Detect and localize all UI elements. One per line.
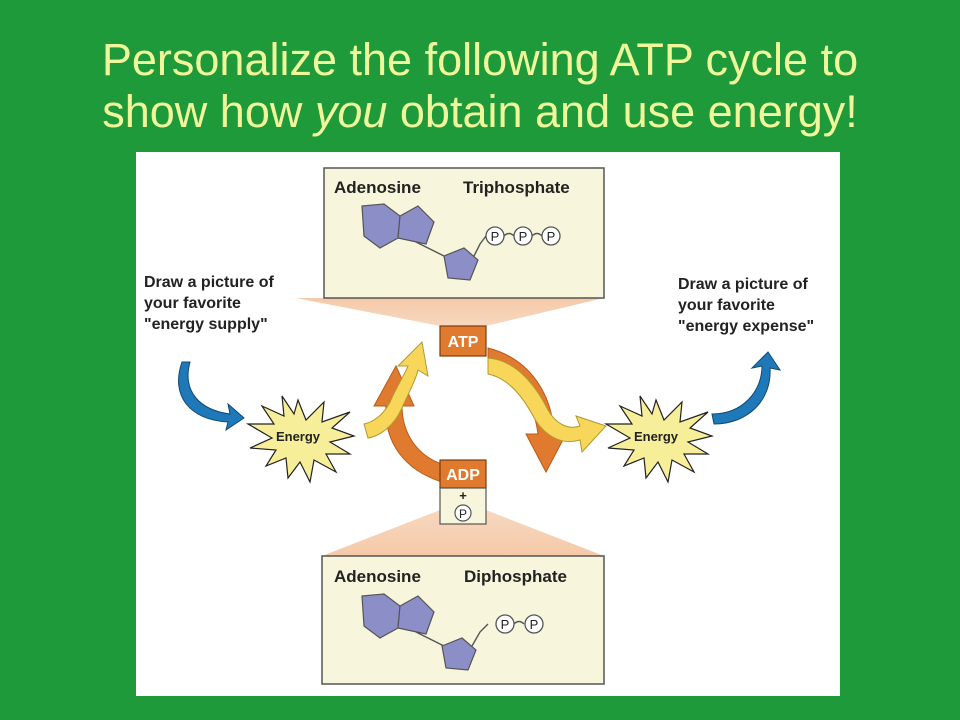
atp-synthesis-arrow (373, 364, 443, 483)
phosphate-1-label: P (491, 229, 500, 244)
energy-expense-prompt: Draw a picture of your favorite "energy … (678, 276, 814, 335)
left-prompt-line-2: your favorite (144, 295, 241, 312)
energy-right-label: Energy (634, 429, 679, 444)
phosphate-2-icon (524, 614, 544, 634)
right-prompt-line-1: Draw a picture of (678, 276, 808, 293)
phosphate-1-label: P (501, 617, 510, 632)
atp-phosphate-chain: P P P (485, 226, 561, 246)
supply-arrow-icon (178, 361, 245, 432)
title-line-2-start: show how (102, 86, 315, 137)
adp-phosphate-label: Diphosphate (464, 567, 567, 586)
phosphate-2-label: P (519, 229, 528, 244)
title-emphasis: you (314, 86, 388, 137)
adenine-pentagon-icon (397, 595, 435, 635)
title-line-1: Personalize the following ATP cycle to (101, 34, 859, 85)
phosphate-2-label: P (530, 617, 539, 632)
adp-node-label: ADP (446, 467, 480, 484)
right-prompt-line-2: your favorite (678, 297, 775, 314)
adp-funnel (322, 510, 604, 556)
energy-burst-left: Energy (245, 395, 357, 484)
adenine-pentagon-icon (397, 205, 435, 245)
adenosine-bond (415, 631, 445, 647)
right-prompt-line-3: "energy expense" (678, 318, 814, 335)
energy-supply-prompt: Draw a picture of your favorite "energy … (144, 274, 274, 333)
adp-adenosine-label: Adenosine (334, 567, 421, 586)
diagram-canvas: Adenosine Triphosphate P P P Adenosine (136, 152, 840, 696)
adp-node: ADP + P (439, 459, 487, 525)
left-prompt-line-3: "energy supply" (144, 316, 268, 333)
atp-node: ATP (439, 325, 487, 357)
left-prompt-line-1: Draw a picture of (144, 274, 274, 291)
atp-adenosine-label: Adenosine (334, 178, 421, 197)
phosphate-3-label: P (547, 229, 556, 244)
ribose-phosphate-bond (471, 623, 489, 647)
expense-arrow-icon (711, 351, 782, 425)
slide-title: Personalize the following ATP cycle to s… (0, 34, 960, 138)
energy-release-arrow (487, 357, 607, 454)
adp-phosphate-chain: P P (495, 614, 544, 634)
atp-node-box (439, 325, 487, 357)
energy-burst-right: Energy (603, 395, 715, 484)
energy-burst-right-icon (603, 395, 715, 484)
title-line-2-end: obtain and use energy! (387, 86, 858, 137)
phosphate-3-icon (541, 226, 561, 246)
title-line-2: show how you obtain and use energy! (0, 86, 960, 138)
ribose-icon (441, 637, 477, 671)
atp-cycle-diagram: Adenosine Triphosphate P P P Adenosine (136, 152, 840, 696)
energy-input-arrow (363, 340, 429, 439)
atp-node-label: ATP (448, 334, 479, 351)
atp-molecule-box: Adenosine Triphosphate P P P (323, 167, 605, 299)
plus-sign: + (459, 488, 467, 503)
ribose-phosphate-bond (473, 235, 487, 257)
adenosine-bond (415, 241, 445, 257)
energy-burst-left-icon (245, 395, 357, 484)
atp-funnel (296, 298, 604, 326)
atp-phosphate-label: Triphosphate (463, 178, 570, 197)
energy-left-label: Energy (276, 429, 321, 444)
free-phosphate-label: P (459, 507, 467, 521)
ribose-icon (443, 247, 479, 281)
adp-molecule-box: Adenosine Diphosphate P P (321, 555, 605, 685)
free-phosphate-icon (454, 504, 472, 522)
